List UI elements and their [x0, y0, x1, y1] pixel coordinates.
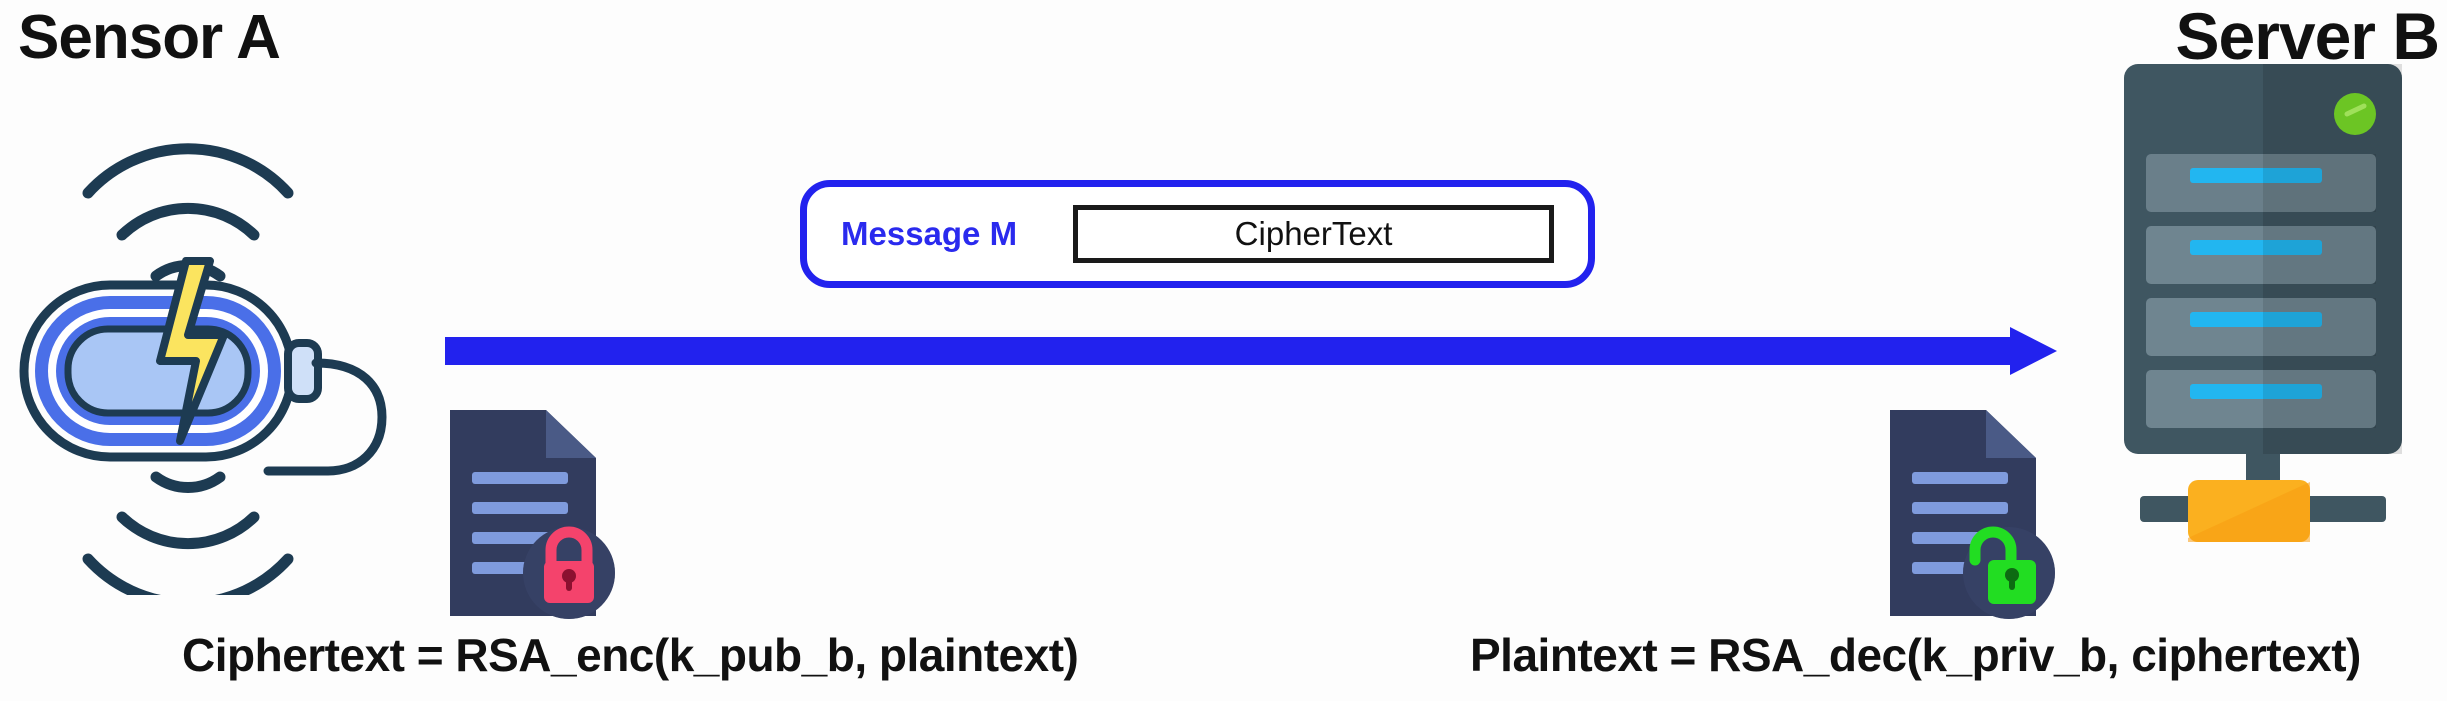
decryption-formula: Plaintext = RSA_dec(k_priv_b, ciphertext… [1470, 629, 2361, 681]
document-locked-icon [438, 398, 638, 628]
sensor-body [19, 280, 297, 462]
sensor-wave-arcs-top [82, 143, 294, 282]
server-rack-icon [2118, 58, 2447, 578]
message-label: Message M [841, 215, 1018, 252]
sensor-connector-nub [284, 339, 322, 403]
ciphertext-label: CipherText [1234, 215, 1393, 252]
transmission-arrow [445, 325, 2065, 377]
wireless-sensor-icon [10, 95, 450, 609]
server-status-led [2334, 93, 2376, 135]
lock-badge [1963, 526, 2055, 619]
sensor-wave-arcs-bottom [82, 471, 294, 609]
sensor-lightning-bolt [156, 257, 228, 445]
lock-badge [523, 526, 615, 619]
message-capsule: Message M CipherText [800, 180, 1595, 288]
server-stand-and-connector [2140, 454, 2386, 542]
document-unlocked-icon [1878, 398, 2078, 628]
sensor-cable [263, 358, 387, 476]
receiver-node-title: Server B [2175, 0, 2440, 73]
sender-node-title: Sensor A [18, 3, 281, 72]
server-bays [2146, 154, 2376, 428]
encryption-formula: Ciphertext = RSA_enc(k_pub_b, plaintext) [182, 629, 1079, 681]
padlock-closed-icon [544, 526, 594, 603]
padlock-open-icon [1969, 526, 2036, 604]
ciphertext-payload-box: CipherText [1073, 205, 1554, 263]
